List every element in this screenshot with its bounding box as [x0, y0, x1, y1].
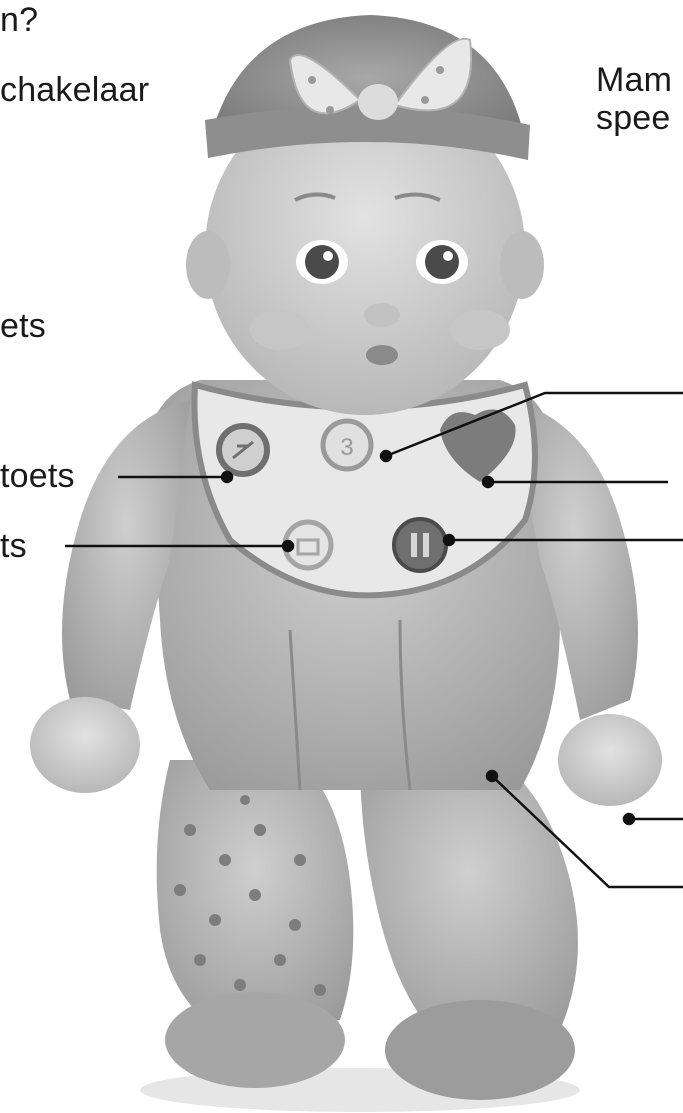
bib-button-number: 3 [323, 421, 371, 469]
label-switch: chakelaar [0, 70, 149, 110]
label-question-fragment: n? [0, 0, 38, 40]
bib-button-pause [394, 519, 446, 571]
label-right-line1: Mam [596, 60, 672, 100]
svg-text:3: 3 [340, 434, 353, 461]
label-right-line2: spee [596, 98, 671, 138]
label-key-2: toets [0, 456, 75, 496]
bib-button-lock [285, 522, 331, 568]
label-key-3: ts [0, 526, 27, 566]
label-key-1: ets [0, 306, 46, 346]
bib-button-bottle [219, 426, 267, 474]
doll-legs [157, 760, 578, 1100]
